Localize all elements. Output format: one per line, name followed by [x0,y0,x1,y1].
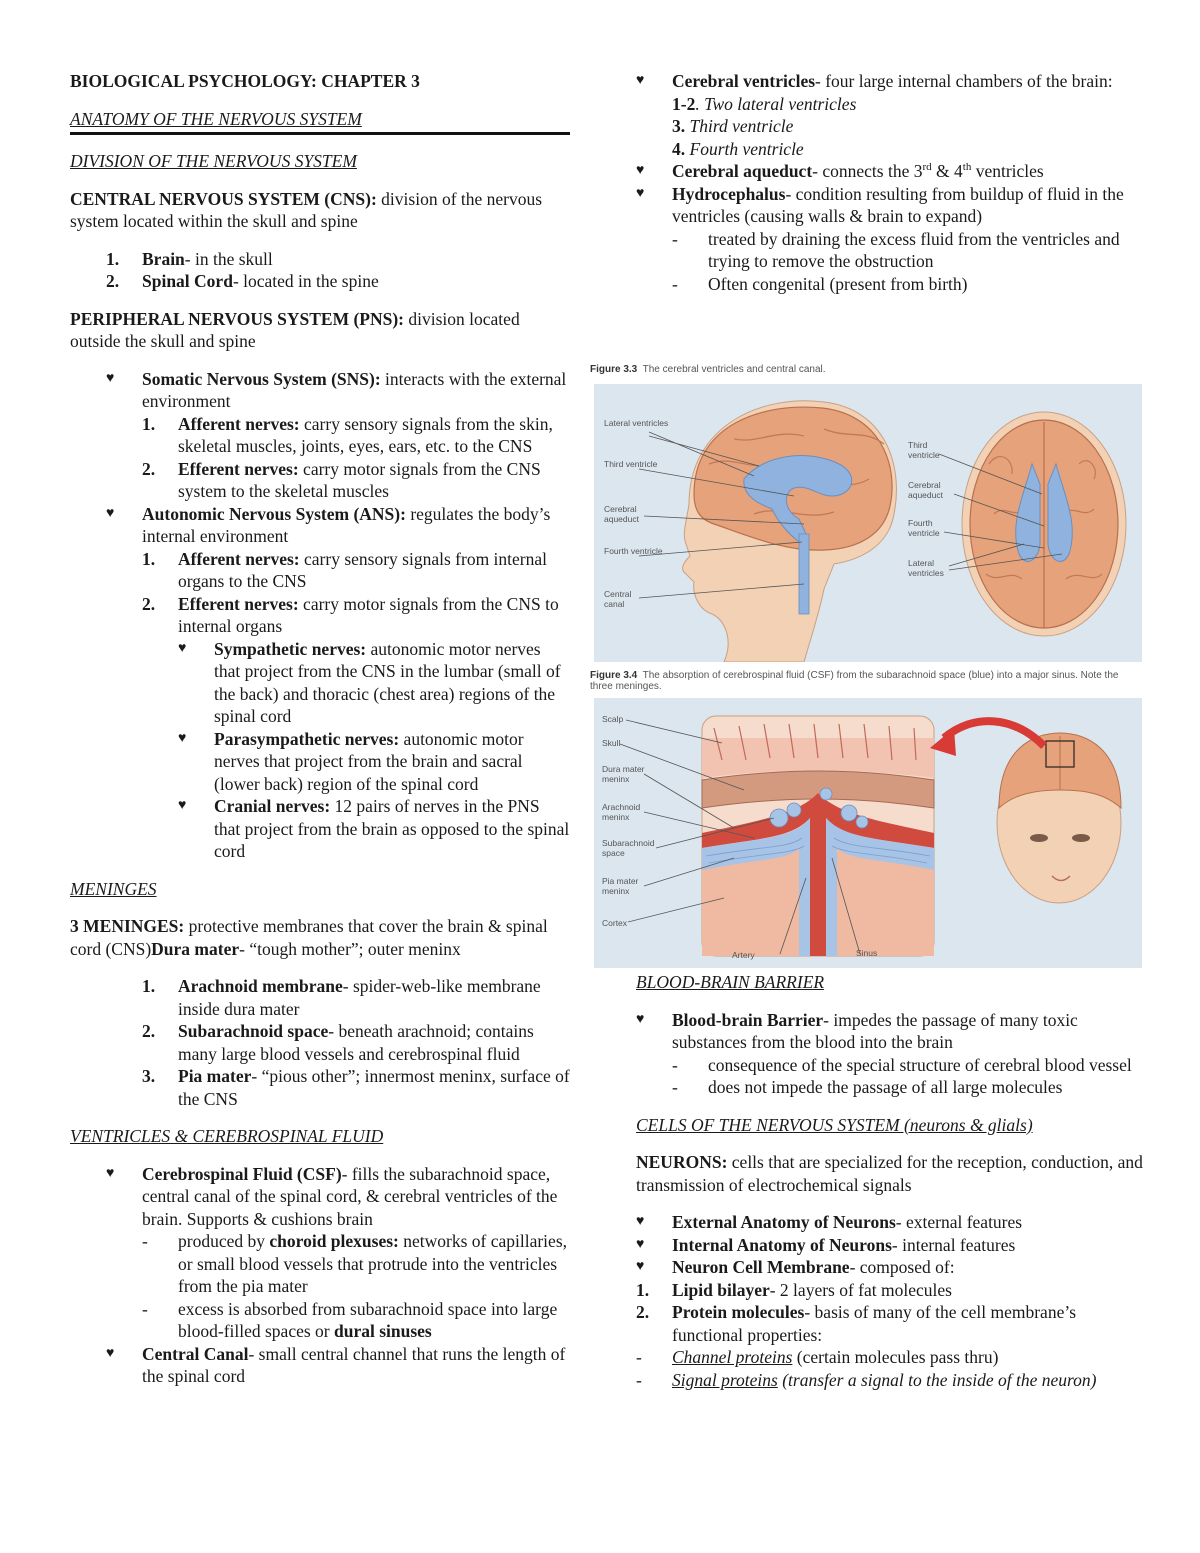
label-lateral-ventricles: Lateral ventricles [908,558,944,578]
list-item: 2.Subarachnoid space- beneath arachnoid;… [142,1021,534,1064]
list-item: 2.Efferent nerves: carry motor signals f… [142,593,559,637]
list-item: 2.Protein molecules- basis of many of th… [636,1302,1077,1345]
label-lateral-ventricles: Lateral ventricles [604,418,669,428]
list-item: ♥Cerebral ventricles- four large interna… [636,71,1113,91]
figure-caption: Figure 3.4 The absorption of cerebrospin… [590,670,1119,692]
label-fourth-ventricle: Fourth ventricle [908,518,940,538]
ventricles-heading: VENTRICLES & CEREBROSPINAL FLUID [70,1126,384,1146]
title-divider [70,132,570,135]
dash-bullet: - [636,1369,642,1390]
dash-bullet: - [672,228,678,249]
division-heading: DIVISION OF THE NERVOUS SYSTEM [70,151,357,171]
list-item: -consequence of the special structure of… [672,1054,1132,1075]
list-item: ♥Cerebral aqueduct- connects the 3rd & 4… [636,161,1044,181]
list-item: -treated by draining the excess fluid fr… [672,228,1120,272]
list-item: -does not impede the passage of all larg… [672,1077,1063,1097]
list-item: ♥Somatic Nervous System (SNS): interacts… [70,368,570,413]
neurons-definition: NEURONS: cells that are specialized for … [636,1152,1143,1195]
list-item: ♥Hydrocephalus- condition resulting from… [636,183,1124,227]
heart-bullet-icon: ♥ [636,163,645,178]
list-item: -excess is absorbed from subarachnoid sp… [142,1298,558,1342]
heart-bullet-icon: ♥ [106,1345,115,1361]
chapter-subtitle: ANATOMY OF THE NERVOUS SYSTEM [70,108,362,129]
meninges-heading: MENINGES [70,878,157,899]
list-item: 1-2. Two lateral ventricles [672,93,857,114]
list-item: -Channel proteins (certain molecules pas… [636,1347,999,1367]
list-item: -Signal proteins (transfer a signal to t… [636,1369,1097,1390]
list-item: ♥Internal Anatomy of Neurons- internal f… [636,1234,1016,1255]
label-arachnoid: Arachnoid meninx [602,802,641,822]
figure-3-3: Figure 3.3 The cerebral ventricles and c… [590,364,1142,664]
label-cerebral-aqueduct: Cerebral aqueduct [604,504,639,524]
dash-bullet: - [142,1298,148,1319]
list-item: 2.Efferent nerves: carry motor signals f… [142,458,541,502]
figure-3-4: Figure 3.4 The absorption of cerebrospin… [590,670,1142,970]
list-item: 1.Brain- in the skull [106,248,273,269]
cns-definition: CENTRAL NERVOUS SYSTEM (CNS): division o… [70,188,543,232]
label-subarachnoid-space: Subarachnoid space [602,838,655,858]
list-item: 1.Arachnoid membrane- spider-web-like me… [142,976,541,1019]
dash-bullet: - [142,1231,148,1251]
label-dura-mater: Dura mater meninx [602,764,645,784]
list-item: 1.Afferent nerves: carry sensory signals… [142,413,553,457]
figure-panel: Scalp Skull Dura mater meninx Arachnoid … [594,698,1142,968]
label-scalp: Scalp [602,714,624,724]
figure-caption: Figure 3.3 The cerebral ventricles and c… [590,364,826,375]
heart-bullet-icon: ♥ [636,1236,645,1252]
heart-bullet-icon: ♥ [636,1214,645,1229]
heart-bullet-icon: ♥ [636,73,645,88]
dash-bullet: - [672,273,678,294]
list-item: -produced by choroid plexuses: networks … [142,1231,567,1296]
list-item: 3. Third ventricle [672,116,794,136]
meninges-definition: 3 MENINGES: protective membranes that co… [70,916,548,959]
meninges-illustration [619,715,1122,957]
list-item: ♥Autonomic Nervous System (ANS): regulat… [70,503,570,548]
list-item: ♥Central Canal- small central channel th… [70,1343,570,1388]
dash-bullet: - [636,1347,642,1367]
label-sinus: Sinus [856,948,878,958]
label-cortex: Cortex [602,918,628,928]
heart-bullet-icon: ♥ [106,370,115,386]
label-fourth-ventricle: Fourth ventricle [604,546,663,556]
figure-panel: Lateral ventricles Third ventricle Cereb… [594,384,1142,663]
heart-bullet-icon: ♥ [178,640,187,656]
list-item: 4. Fourth ventricle [672,138,804,159]
left-column: BIOLOGICAL PSYCHOLOGY: CHAPTER 3 ANATOMY… [70,70,570,1388]
right-column-top: ♥Cerebral ventricles- four large interna… [636,70,1146,295]
list-item: ♥Neuron Cell Membrane- composed of: [636,1257,955,1277]
right-column-bottom: BLOOD-BRAIN BARRIER ♥Blood-brain Barrier… [636,971,1146,1391]
dash-bullet: - [672,1054,678,1075]
label-artery: Artery [732,950,755,960]
label-third-ventricle: Third ventricle [908,440,940,460]
cells-heading: CELLS OF THE NERVOUS SYSTEM (neurons & g… [636,1114,1033,1135]
bbb-heading: BLOOD-BRAIN BARRIER [636,972,825,992]
page-title: BIOLOGICAL PSYCHOLOGY: CHAPTER 3 [70,71,420,91]
heart-bullet-icon: ♥ [178,798,187,813]
label-central-canal: Central canal [604,589,632,609]
list-item: 1.Afferent nerves: carry sensory signals… [142,548,547,592]
ventricles-illustration [638,400,1127,663]
label-cerebral-aqueduct: Cerebral aqueduct [908,480,943,500]
list-item: 3.Pia mater- “pious other”; innermost me… [142,1066,570,1109]
label-third-ventricle: Third ventricle [604,459,658,469]
heart-bullet-icon: ♥ [636,1259,645,1274]
list-item: ♥Sympathetic nerves: autonomic motor ner… [178,638,561,727]
list-item: ♥External Anatomy of Neurons- external f… [636,1212,1023,1232]
list-item: -Often congenital (present from birth) [672,273,968,294]
label-skull: Skull [602,738,621,748]
list-item: ♥Cranial nerves: 12 pairs of nerves in t… [178,796,570,861]
list-item: 2.Spinal Cord- located in the spine [106,271,379,291]
heart-bullet-icon: ♥ [636,185,645,201]
dash-bullet: - [672,1077,678,1097]
pns-definition: PERIPHERAL NERVOUS SYSTEM (PNS): divisio… [70,308,520,352]
list-item: ♥Cerebrospinal Fluid (CSF)- fills the su… [70,1163,570,1231]
heart-bullet-icon: ♥ [106,505,115,521]
list-item: ♥Blood-brain Barrier- impedes the passag… [636,1009,1078,1053]
heart-bullet-icon: ♥ [636,1011,645,1027]
heart-bullet-icon: ♥ [178,730,187,746]
list-item: ♥Parasympathetic nerves: autonomic motor… [178,728,524,794]
list-item: 1.Lipid bilayer- 2 layers of fat molecul… [636,1279,952,1300]
heart-bullet-icon: ♥ [106,1165,115,1181]
label-pia-mater: Pia mater meninx [602,876,639,896]
